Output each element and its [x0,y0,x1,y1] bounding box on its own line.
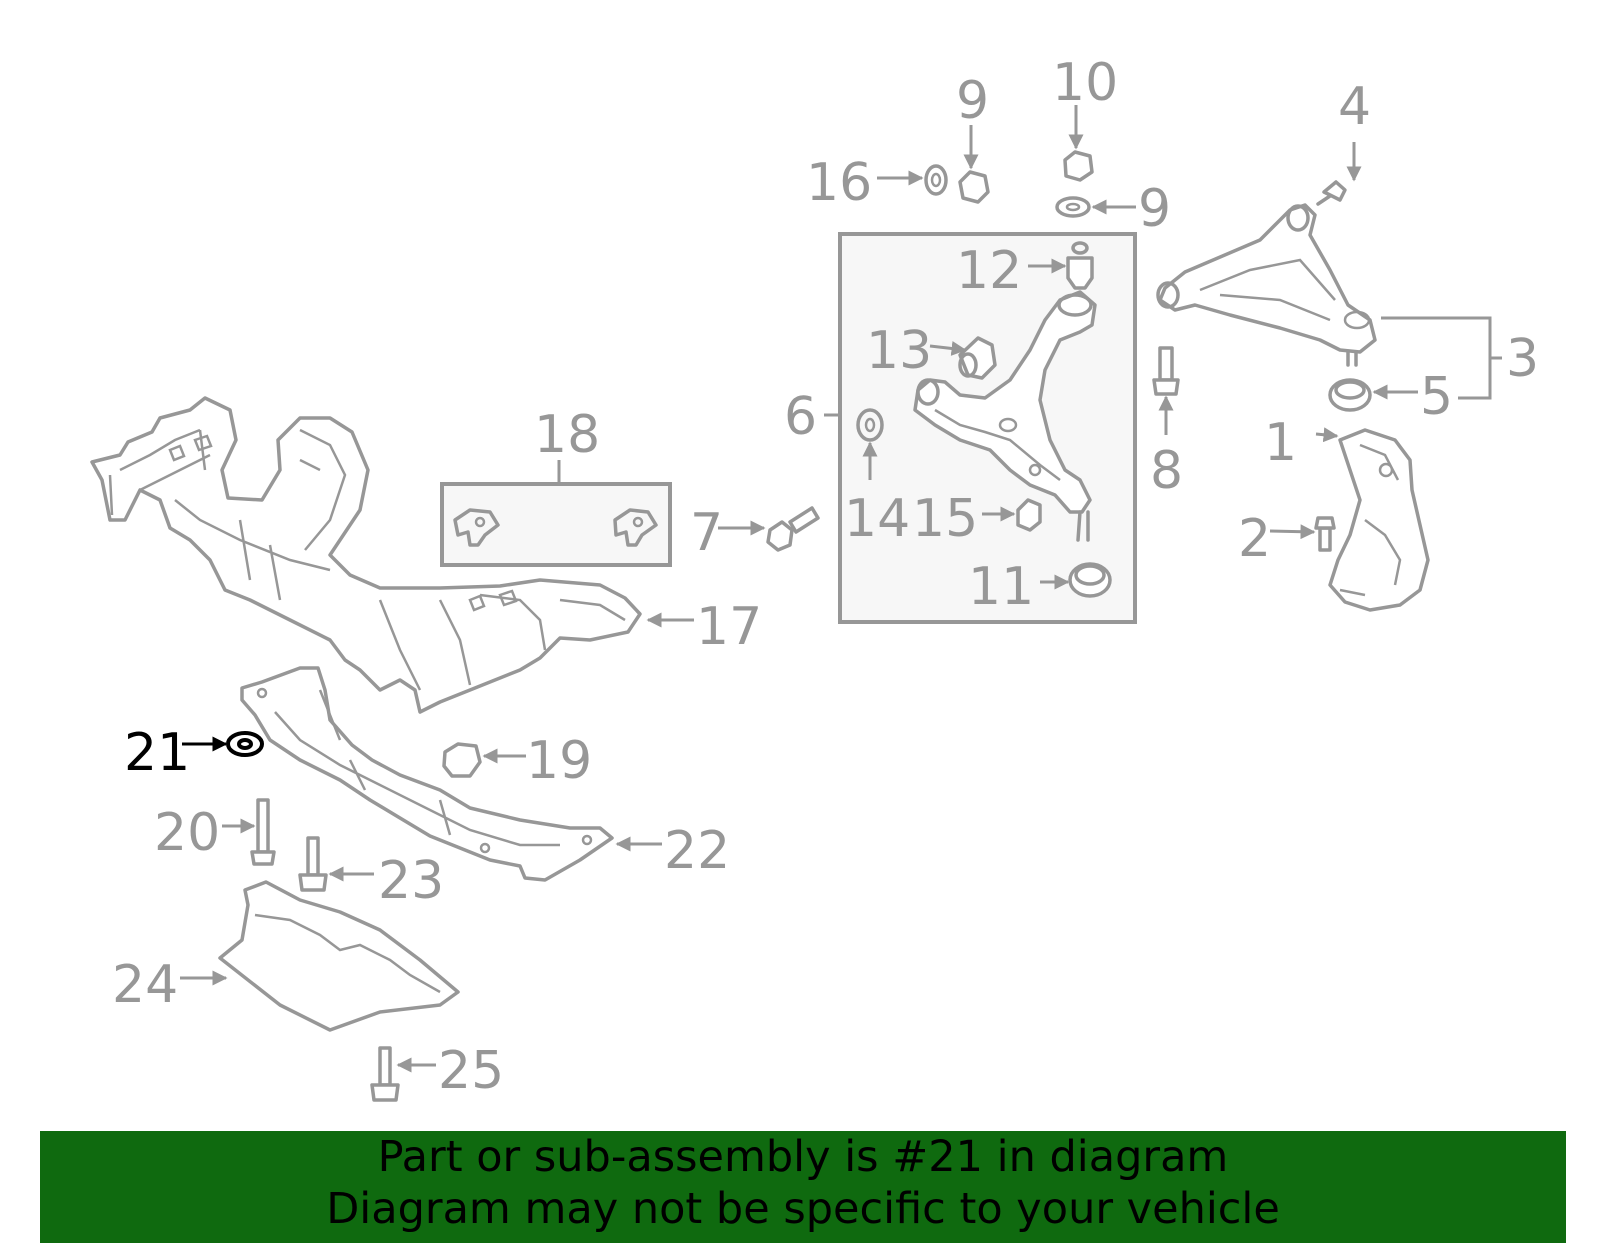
banner-line-1: Part or sub-assembly is #21 in diagram [377,1132,1229,1182]
bracket-box [440,460,672,567]
upper-arm-drawing [1156,180,1502,412]
callout-18: 18 [534,405,600,465]
banner-line-2: Diagram may not be specific to your vehi… [326,1184,1280,1234]
callout-1: 1 [1264,413,1297,473]
callout-16: 16 [806,153,872,213]
callout-8: 8 [1150,441,1183,501]
callout-5: 5 [1420,367,1453,427]
callout-2: 2 [1238,509,1271,569]
knuckle-drawing [1314,428,1430,612]
part-21-washer [226,731,264,757]
callout-4: 4 [1338,77,1371,137]
callout-6: 6 [784,387,817,447]
callout-15: 15 [912,489,978,549]
splash-shield-drawing [218,880,460,1032]
callout-23: 23 [378,851,444,911]
callout-labels: 1 2 3 4 5 6 7 8 9 9 10 11 12 13 14 15 16… [112,53,1539,1101]
crossmember-drawing [240,666,614,882]
callout-11: 11 [968,557,1034,617]
callout-12: 12 [956,241,1022,301]
callout-9a: 9 [956,71,989,131]
leader-arrows [180,105,1418,1073]
callout-9b: 9 [1138,179,1171,239]
callout-10: 10 [1052,53,1118,113]
callout-20: 20 [154,803,220,863]
callout-14: 14 [844,489,910,549]
callout-25: 25 [438,1041,504,1101]
callout-21: 21 [124,723,190,783]
callout-3: 3 [1506,329,1539,389]
callout-24: 24 [112,955,178,1015]
subframe-drawing [90,396,642,714]
notice-banner: Part or sub-assembly is #21 in diagram D… [40,1131,1566,1243]
callout-7: 7 [690,503,723,563]
callout-17: 17 [696,597,762,657]
hardware-drawings [226,150,1180,1102]
control-arm-box [824,232,1137,624]
callout-13: 13 [866,321,932,381]
callout-19: 19 [526,731,592,791]
callout-22: 22 [664,821,730,881]
